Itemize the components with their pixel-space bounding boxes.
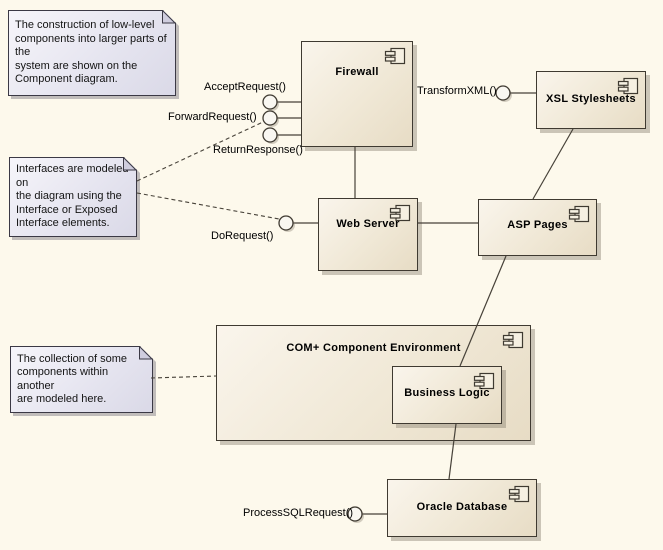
component-icon xyxy=(473,372,495,390)
interface-dorequest-icon[interactable] xyxy=(278,215,294,231)
lollipop-shadow xyxy=(265,97,279,111)
component-asp-pages[interactable]: ASP Pages xyxy=(478,199,597,256)
lollipop-shadow xyxy=(498,88,512,102)
interface-label-acceptrequest: AcceptRequest() xyxy=(204,81,286,93)
note-collection[interactable]: The collection of some components within… xyxy=(10,346,153,413)
component-firewall[interactable]: Firewall xyxy=(301,41,413,147)
component-name: ASP Pages xyxy=(507,219,568,231)
note-body: The construction of low-level components… xyxy=(8,10,176,96)
note-fold-icon xyxy=(139,346,153,360)
interface-returnresponse-icon[interactable] xyxy=(262,127,278,143)
note-text: The collection of some components within… xyxy=(17,352,128,405)
interface-label-dorequest: DoRequest() xyxy=(211,230,274,242)
interface-acceptrequest-icon[interactable] xyxy=(262,94,278,110)
connector-xsl-asppages[interactable] xyxy=(532,128,574,200)
component-name: COM+ Component Environment xyxy=(286,342,461,354)
component-icon xyxy=(617,77,639,95)
component-oracle-database[interactable]: Oracle Database xyxy=(387,479,537,537)
lollipop-shadow xyxy=(281,218,295,232)
note-construction[interactable]: The construction of low-level components… xyxy=(8,10,176,96)
interface-transformxml-icon[interactable] xyxy=(495,85,511,101)
component-name: Oracle Database xyxy=(416,501,508,513)
interface-forwardrequest-icon[interactable] xyxy=(262,110,278,126)
note-fold-icon xyxy=(162,10,176,24)
notelink-collection-com[interactable] xyxy=(150,375,217,379)
component-icon xyxy=(389,204,411,222)
component-name: Firewall xyxy=(335,66,379,78)
component-xsl-stylesheets[interactable]: XSL Stylesheets xyxy=(536,71,646,129)
note-body: The collection of some components within… xyxy=(10,346,153,413)
note-fold-icon xyxy=(123,157,137,171)
interface-label-processsqlrequest: ProcessSQLRequest() xyxy=(243,507,354,519)
component-name: Business Logic xyxy=(404,387,490,399)
component-name: XSL Stylesheets xyxy=(546,93,636,105)
interface-label-returnresponse: ReturnResponse() xyxy=(213,144,303,156)
notelink-interfaces-dorequest[interactable] xyxy=(136,192,280,220)
lollipop-shadow xyxy=(265,130,279,144)
interface-label-forwardrequest: ForwardRequest() xyxy=(168,111,257,123)
component-business-logic[interactable]: Business Logic xyxy=(392,366,502,424)
component-icon xyxy=(508,485,530,503)
lollipop-shadow xyxy=(265,113,279,127)
note-text: The construction of low-level components… xyxy=(15,19,167,86)
component-icon xyxy=(502,331,524,349)
interface-label-transformxml: TransformXML() xyxy=(417,85,497,97)
component-name: Web Server xyxy=(336,218,400,230)
component-icon xyxy=(384,47,406,65)
component-web-server[interactable]: Web Server xyxy=(318,198,418,271)
note-text: Interfaces are modeled on the diagram us… xyxy=(16,163,129,230)
note-interfaces[interactable]: Interfaces are modeled on the diagram us… xyxy=(9,157,137,237)
component-icon xyxy=(568,205,590,223)
note-body: Interfaces are modeled on the diagram us… xyxy=(9,157,137,237)
